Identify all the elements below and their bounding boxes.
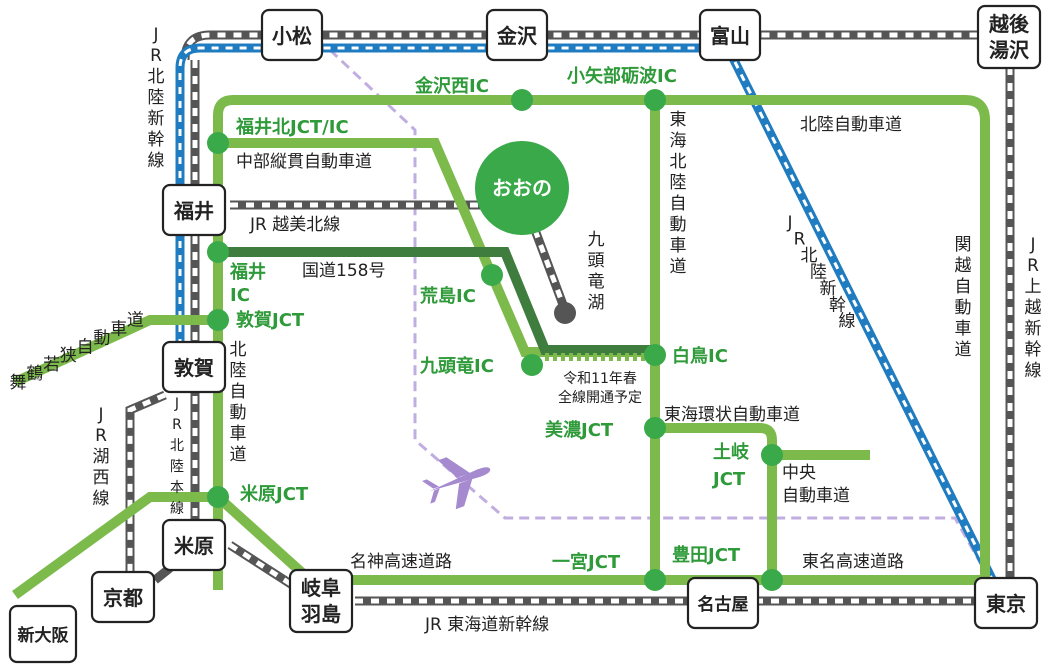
city-echigo-yuzawa[interactable]: 越後 湯沢 [976, 4, 1042, 70]
city-label-gifu-hashima-1: 岐阜 [301, 576, 341, 600]
city-fukui[interactable]: 福井 [161, 183, 227, 237]
ic-dot-tsuruga-jct [207, 309, 229, 331]
lake-icon [554, 302, 576, 324]
city-label-echigo-yuzawa-2: 湯沢 [989, 38, 1030, 62]
city-toyama[interactable]: 富山 [698, 8, 762, 62]
road-label-hokuriku-top: 北陸自動車道 [800, 115, 902, 135]
city-nagoya[interactable]: 名古屋 [686, 576, 760, 630]
city-label-kanazawa: 金沢 [496, 24, 538, 48]
ic-dot-fukui-kita [207, 132, 229, 154]
ic-label-mino-jct: 美濃JCT [545, 419, 614, 441]
ic-dot-toyota-jct [761, 569, 783, 591]
city-shin-osaka[interactable]: 新大阪 [8, 604, 78, 664]
road-label-meishin: 名神高速道路 [350, 552, 452, 572]
road-label-chuo-1: 中央 [782, 463, 816, 483]
ono-marker[interactable]: おおの [475, 141, 569, 235]
ic-label-kuzuryu: 九頭竜IC [419, 355, 494, 377]
ic-label-toki-jct-2: JCT [711, 469, 746, 490]
ic-label-maibara-jct: 米原JCT [240, 483, 309, 505]
ic-dot-fukui-ic [207, 241, 229, 263]
city-label-komatsu: 小松 [272, 24, 312, 48]
ic-dot-arashima [481, 264, 503, 286]
city-label-kyoto: 京都 [103, 586, 143, 610]
ic-label-oyabe-tonami: 小矢部砺波IC [567, 65, 677, 87]
city-label-nagoya: 名古屋 [698, 594, 749, 615]
road-label-chubu-jukan: 中部縦貫自動車道 [236, 152, 372, 172]
city-label-tsuruga: 敦賀 [174, 356, 214, 380]
note-opening-2: 全線開通予定 [558, 389, 642, 406]
city-tokyo[interactable]: 東京 [973, 576, 1039, 630]
ic-dot-ichinomiya-jct [644, 569, 666, 591]
ic-label-fukui-ic-1: 福井 [229, 261, 266, 283]
ic-label-fukui-kita: 福井北JCT/IC [235, 116, 349, 138]
city-kyoto[interactable]: 京都 [90, 570, 156, 624]
ic-label-toyota-jct: 豊田JCT [672, 545, 741, 566]
ic-label-kanazawa-nishi: 金沢西IC [414, 75, 489, 97]
ic-label-tsuruga-jct: 敦賀JCT [236, 309, 305, 331]
hokuriku-shinkansen [175, 43, 1000, 588]
ic-label-ichinomiya-jct: 一宮JCT [552, 551, 621, 573]
road-label-tomei: 東名高速道路 [802, 552, 904, 572]
airplane-icon [422, 457, 491, 510]
road-label-hokuriku-left: 北陸自動車道 [230, 340, 247, 465]
road-label-tokai-kanjo: 東海環状自動車道 [664, 405, 800, 425]
city-komatsu[interactable]: 小松 [260, 8, 324, 62]
city-label-toyama: 富山 [710, 24, 750, 48]
ic-dot-toki-jct [761, 444, 783, 466]
city-tsuruga[interactable]: 敦賀 [161, 340, 227, 394]
ic-dot-shirotori [644, 344, 666, 366]
road-label-chuo-2: 自動車道 [782, 486, 850, 506]
ono-label: おおの [492, 176, 552, 200]
city-label-maibara: 米原 [174, 534, 214, 558]
ic-dot-kanazawa-nishi [511, 89, 533, 111]
ic-label-arashima: 荒島IC [419, 285, 476, 307]
note-opening-1: 令和11年春 [563, 371, 637, 387]
ic-dot-mino-jct [644, 417, 666, 439]
road-label-maizuru-wakasa: 舞鶴若狭自動車道 [10, 311, 144, 393]
road-label-kanetsu: 関越自動車道 [955, 235, 972, 360]
city-label-tokyo: 東京 [986, 592, 1026, 616]
ic-label-fukui-ic-2: IC [230, 285, 250, 306]
ic-label-shirotori: 白鳥IC [672, 345, 728, 367]
city-label-gifu-hashima-2: 羽島 [301, 602, 341, 626]
rail-label-etsumi-hoku: JR 越美北線 [249, 215, 340, 235]
ic-label-toki-jct-1: 土岐 [713, 441, 750, 463]
city-label-echigo-yuzawa-1: 越後 [988, 12, 1030, 36]
route-158 [218, 247, 655, 355]
ic-dot-maibara-jct [207, 486, 229, 508]
ic-dot-oyabe-tonami [644, 89, 666, 111]
city-label-shin-osaka: 新大阪 [18, 625, 69, 646]
road-label-tokai-hokuriku: 東海北陸自動車道 [670, 110, 687, 277]
rail-label-tokaido-shinkansen: JR 東海道新幹線 [424, 614, 549, 635]
city-maibara[interactable]: 米原 [161, 518, 227, 572]
place-label-kuzuryu-lake: 九頭竜湖 [588, 230, 605, 313]
city-gifu-hashima[interactable]: 岐阜 羽島 [288, 568, 354, 634]
road-label-route158: 国道158号 [302, 261, 385, 281]
city-kanazawa[interactable]: 金沢 [485, 8, 549, 62]
ic-dots [207, 89, 783, 591]
ic-dot-kuzuryu [521, 354, 543, 376]
city-label-fukui: 福井 [173, 199, 214, 223]
